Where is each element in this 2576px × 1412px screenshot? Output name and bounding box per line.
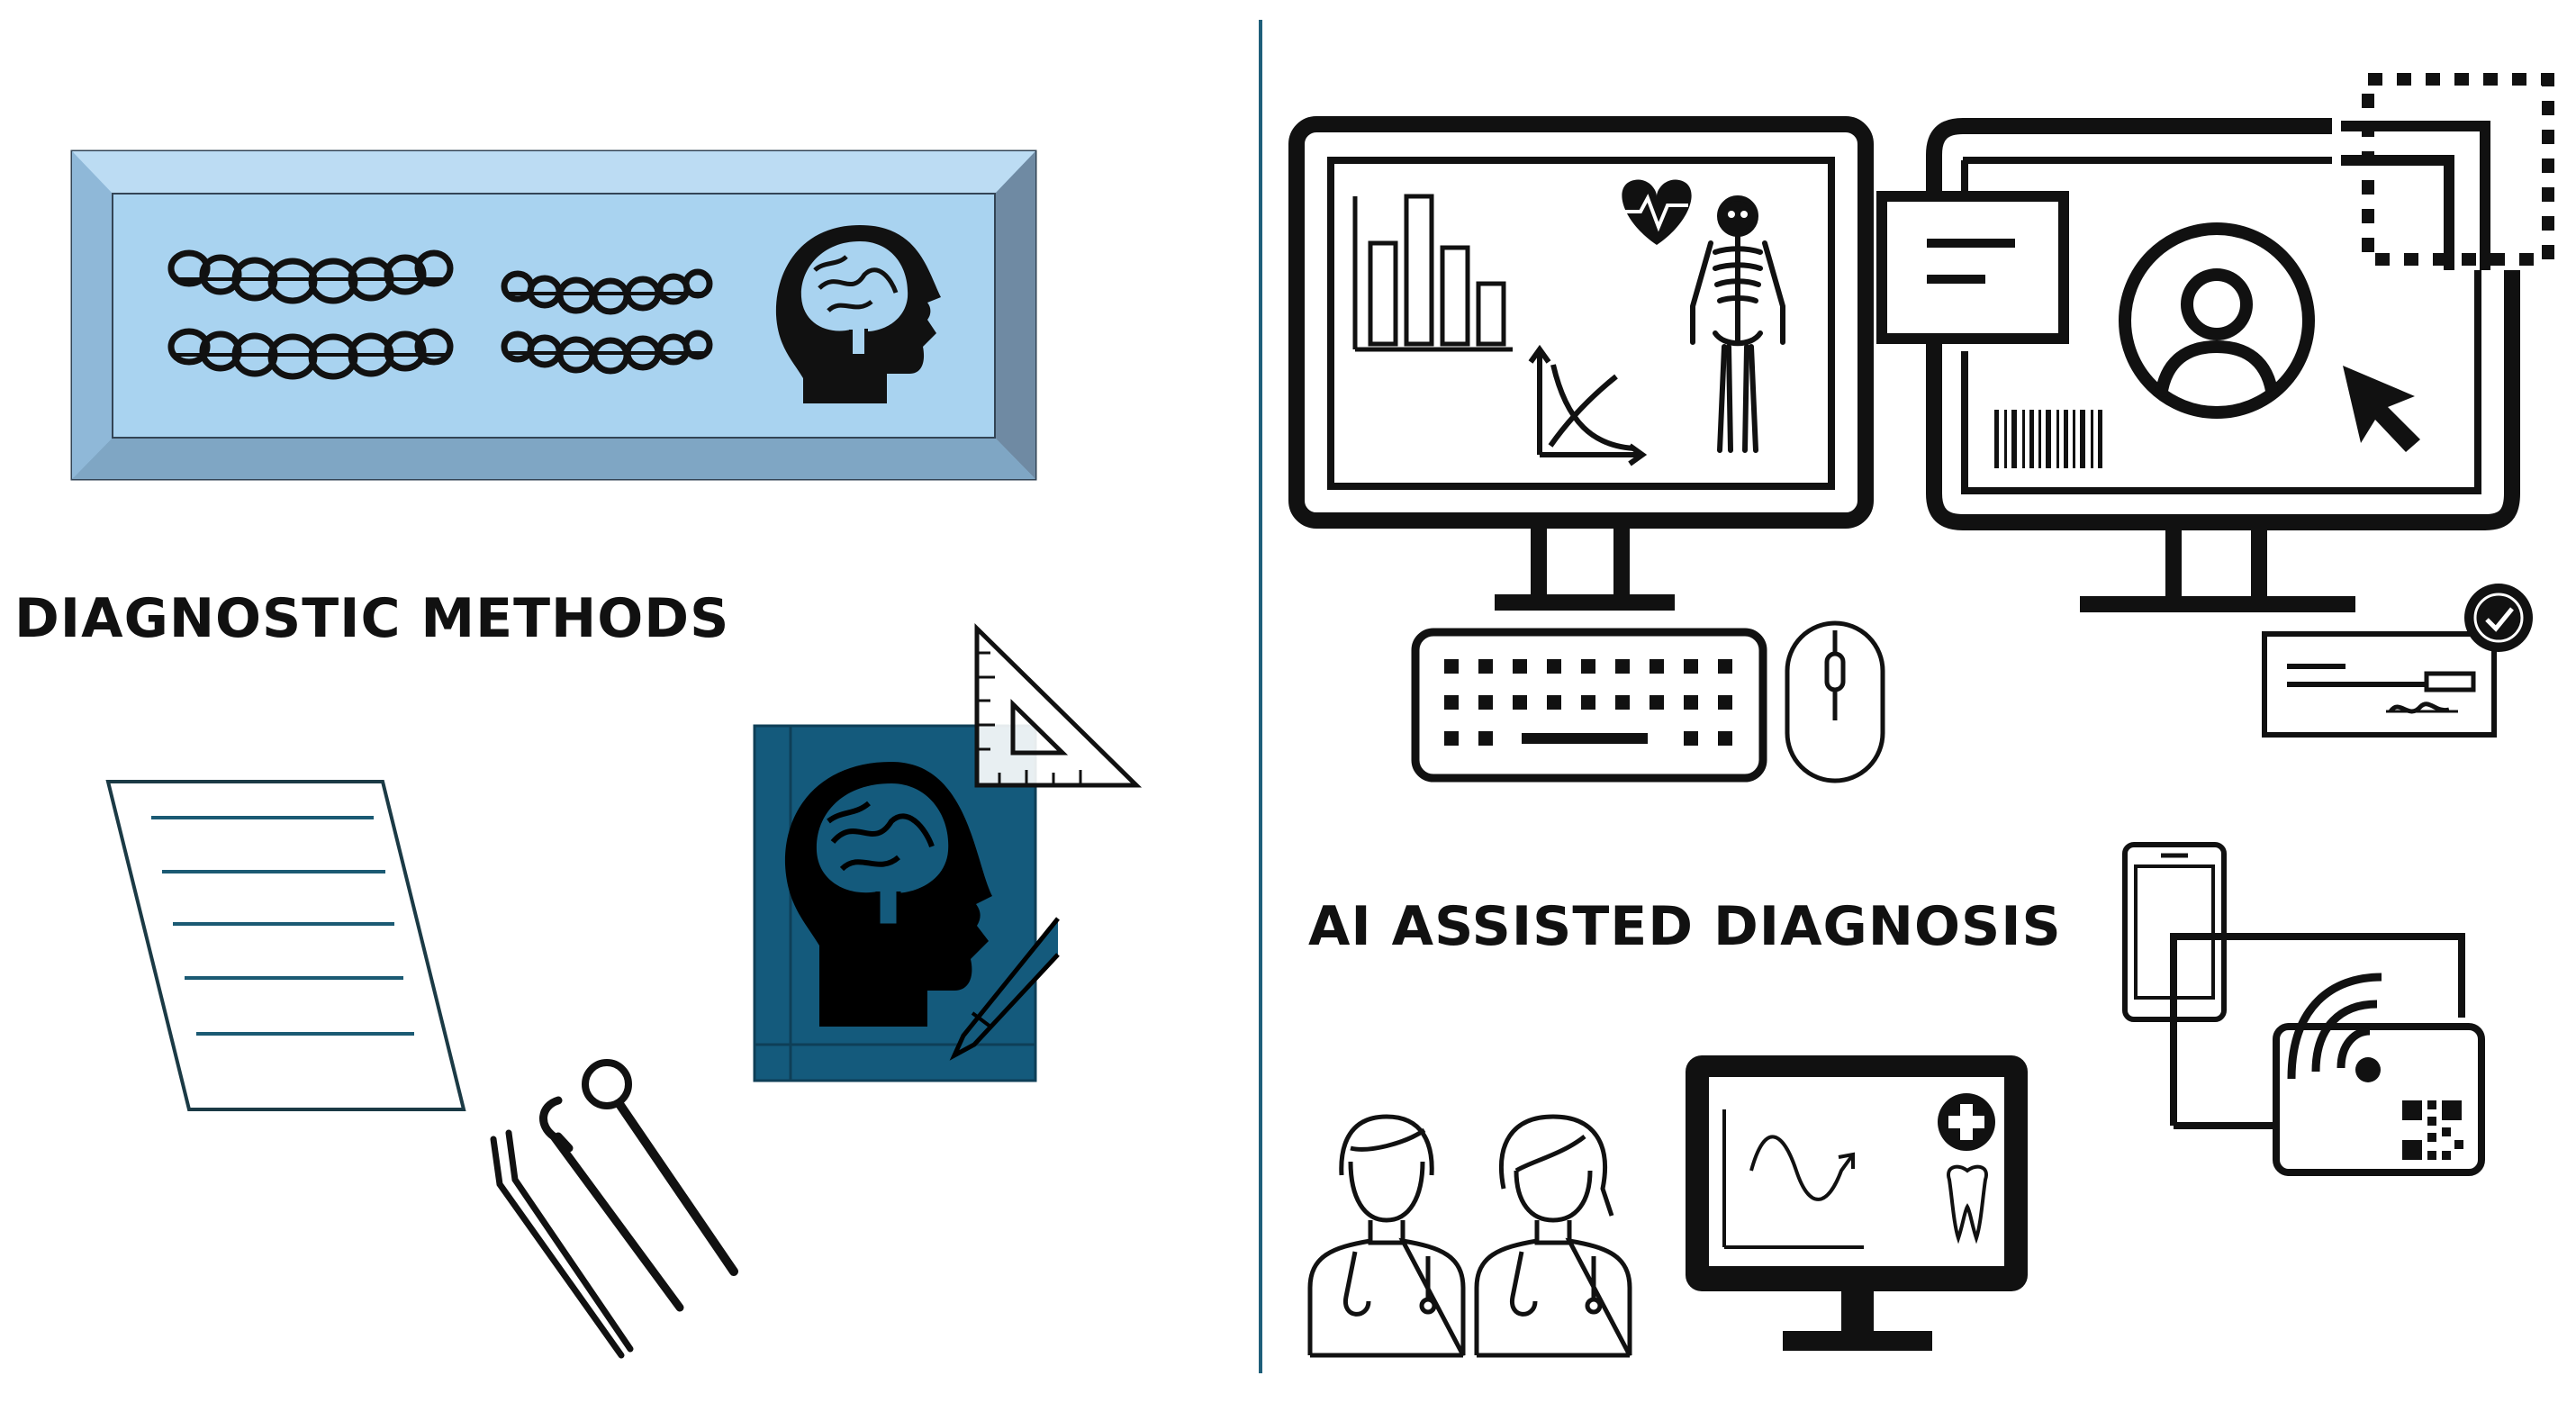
heart-pulse-icon xyxy=(1622,179,1692,245)
dental-arch-teeth-icon xyxy=(167,249,713,380)
brain-scan-film xyxy=(753,724,1060,1082)
diagnostic-methods-title: DIAGNOSTIC METHODS xyxy=(14,587,730,650)
set-square-ruler xyxy=(974,623,1143,788)
prescription-paper xyxy=(105,780,466,1111)
skeleton-icon xyxy=(1690,195,1785,453)
dental-instruments xyxy=(490,1059,738,1359)
head-brain-icon xyxy=(775,225,941,403)
ai-assisted-diagnosis-title: AI ASSISTED DIAGNOSIS xyxy=(1308,895,2062,958)
dental-monitor-icon xyxy=(1686,1055,2028,1351)
message-box-icon xyxy=(1876,191,2069,344)
smartphone-contactless-card-icon xyxy=(2122,842,2485,1176)
verified-document-icon xyxy=(2262,584,2533,738)
curve-graph-icon xyxy=(1528,344,1648,466)
user-avatar-icon xyxy=(2119,222,2315,419)
keyboard-icon xyxy=(1411,628,1767,783)
cursor-icon xyxy=(2343,366,2420,452)
analytics-monitor xyxy=(1288,116,1874,611)
bar-chart-icon xyxy=(1352,194,1513,352)
barcode-icon xyxy=(1994,410,2102,468)
mouse-icon xyxy=(1785,620,1885,783)
doctors-icon xyxy=(1307,1114,1632,1358)
dental-cast-box xyxy=(70,149,1037,481)
patient-profile-monitor xyxy=(1876,73,2554,612)
